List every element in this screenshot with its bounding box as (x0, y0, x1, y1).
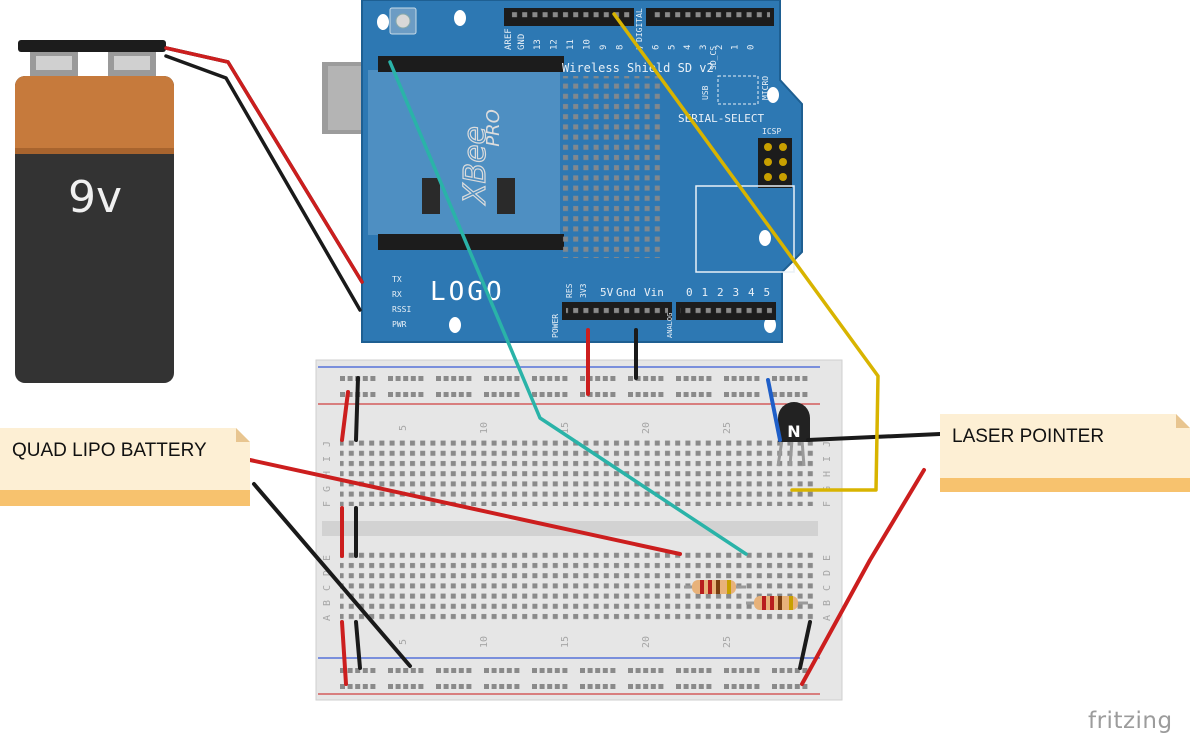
bb-row-right-c: C (822, 585, 833, 591)
note-laser-pointer (940, 414, 1190, 492)
power-pin-label-res: RES (565, 283, 574, 298)
bb-col-bottom-20: 20 (641, 636, 652, 648)
note-quad-lipo (0, 428, 250, 506)
bb-row-left-i: I (322, 456, 333, 462)
analog-pin-label-1: 1 (702, 286, 709, 299)
digital-pin-label-2: 2 (715, 45, 725, 50)
bb-col-top-10: 10 (479, 422, 490, 434)
bb-col-top-25: 25 (722, 422, 733, 434)
sd-cs-label: SD_CS (709, 46, 718, 70)
power-pin-label-vin: Vin (644, 286, 664, 299)
analog-pin-label-4: 4 (748, 286, 755, 299)
power-label: POWER (551, 314, 560, 338)
icsp-label: ICSP (762, 127, 781, 136)
breadboard-column-labels-top: 5 10 15 20 25 (398, 422, 733, 434)
usb-label: USB (701, 85, 710, 100)
bb-row-left-g: G (322, 486, 333, 492)
bb-row-right-j: J (822, 441, 833, 447)
xbee-label: XBee (458, 126, 493, 206)
digital-pin-label-0: 0 (746, 45, 756, 50)
analog-pin-label-5: 5 (764, 286, 771, 299)
bb-row-left-a: A (322, 615, 333, 621)
bb-row-left-c: C (322, 585, 333, 591)
status-led-label-tx: TX (392, 275, 402, 284)
digital-pin-label-6: 6 (652, 45, 662, 50)
digital-pin-label-11: 11 (566, 39, 576, 50)
note-laser-pointer-text: LASER POINTER (952, 426, 1105, 447)
bb-row-left-h: H (322, 471, 333, 477)
aref-label: AREF (504, 28, 514, 50)
shield-title: Wireless Shield SD v2 (562, 61, 714, 75)
digital-pin-label-8: 8 (616, 45, 626, 50)
bb-row-left-e: E (322, 555, 333, 561)
micro-label: MICRO (761, 76, 770, 100)
battery-9v: 9v (15, 40, 174, 383)
analog-pin-label-2: 2 (717, 286, 724, 299)
analog-pin-label-3: 3 (733, 286, 740, 299)
resistor-2 (746, 596, 808, 610)
bb-row-right-f: F (822, 501, 833, 507)
bb-row-left-b: B (322, 600, 333, 606)
battery-voltage-label: 9v (68, 172, 122, 223)
serial-select-label: SERIAL-SELECT (678, 112, 764, 125)
transistor-label: N (787, 422, 800, 441)
xbee-pro-label: PRO (483, 109, 504, 147)
bb-row-left-f: F (322, 501, 333, 507)
status-led-label-rx: RX (392, 290, 402, 299)
status-led-labels: TX RX RSSI PWR (392, 275, 411, 329)
power-pin-label-5v: 5V (600, 286, 614, 299)
digital-pin-label-4: 4 (683, 45, 693, 50)
bb-col-bottom-5: 5 (398, 639, 409, 645)
digital-pin-label-9: 9 (599, 45, 609, 50)
note-quad-lipo-text: QUAD LIPO BATTERY (12, 440, 207, 461)
bb-col-top-15: 15 (560, 422, 571, 434)
analog-pin-label-0: 0 (686, 286, 693, 299)
bb-row-right-d: D (822, 570, 833, 576)
bb-row-right-h: H (822, 471, 833, 477)
digital-pin-label-5: 5 (667, 45, 677, 50)
breadboard-row-labels-left: J I H G F E D C B A (322, 441, 333, 621)
digital-pin-label-7: 7 (636, 45, 646, 50)
bb-row-left-d: D (322, 570, 333, 576)
bb-col-bottom-25: 25 (722, 636, 733, 648)
digital-pin-label-13: 13 (533, 39, 543, 50)
bb-col-top-5: 5 (398, 425, 409, 431)
analog-label: ANALOG (666, 313, 674, 338)
power-pin-label-gnd: Gnd (616, 286, 636, 299)
bb-row-right-i: I (822, 456, 833, 462)
shield-logo: LOGO (430, 277, 505, 307)
fritzing-brand: fritzing (1088, 708, 1173, 734)
status-led-label-pwr: PWR (392, 320, 407, 329)
status-led-label-rssi: RSSI (392, 305, 411, 314)
gnd-label: GND (517, 34, 527, 50)
npn-transistor: N (776, 402, 810, 467)
breadboard-column-labels-bottom: 5 10 15 20 25 (398, 636, 733, 648)
digital-label: DIGITAL (635, 8, 644, 42)
bb-col-bottom-15: 15 (560, 636, 571, 648)
resistor-1 (684, 580, 746, 594)
bb-row-right-a: A (822, 615, 833, 621)
digital-pin-label-3: 3 (699, 45, 709, 50)
bb-col-top-20: 20 (641, 422, 652, 434)
digital-pin-label-1: 1 (731, 45, 741, 50)
bb-col-bottom-10: 10 (479, 636, 490, 648)
wires (164, 12, 942, 686)
bb-row-right-b: B (822, 600, 833, 606)
bb-row-right-e: E (822, 555, 833, 561)
power-pin-label-3v3: 3V3 (579, 283, 588, 298)
digital-pin-label-12: 12 (550, 39, 560, 50)
bb-row-left-j: J (322, 441, 333, 447)
digital-pin-label-10: 10 (583, 39, 593, 50)
